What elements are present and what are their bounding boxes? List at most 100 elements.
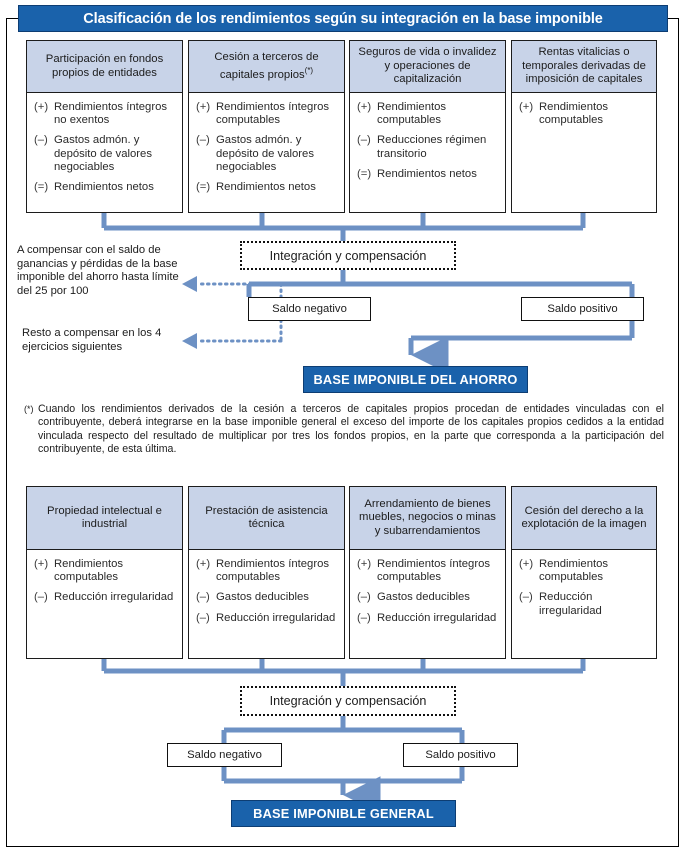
line-item-text: Rendimientos netos: [54, 181, 154, 194]
category-body: (+) Rendimientos computables (–) Reducci…: [27, 550, 182, 611]
line-item-sign: (=): [196, 181, 211, 194]
category-header: Cesión a terceros de capitales propios(*…: [189, 41, 344, 93]
line-item-text: Reducciones régimen transitorio: [377, 134, 487, 160]
line-item: (–) Gastos deducibles: [196, 591, 338, 604]
saldo-positivo-label: Saldo positivo: [425, 749, 496, 761]
footnote-marker-icon: (*): [304, 66, 314, 76]
line-item: (+) Rendimientos íntegros computables: [196, 558, 338, 584]
category-box-seguros-vida: Seguros de vida o invalidez y operacione…: [349, 40, 506, 213]
saldo-positivo-label: Saldo positivo: [547, 303, 618, 315]
line-item: (–) Reducciones régimen transitorio: [357, 134, 499, 160]
category-header-text: Participación en fondos propios de entid…: [45, 53, 164, 79]
line-item: (+) Rendimientos computables: [357, 101, 499, 127]
footnote-text: Cuando los rendimientos derivados de la …: [38, 403, 664, 456]
line-item-text: Rendimientos íntegros no exentos: [54, 101, 168, 127]
line-item-text: Gastos deducibles: [377, 591, 470, 604]
base-imponible-ahorro-bar: BASE IMPONIBLE DEL AHORRO: [303, 366, 528, 393]
line-item-sign: (+): [519, 558, 534, 570]
category-header: Prestación de asistencia técnica: [189, 487, 344, 550]
line-item-text: Gastos deducibles: [216, 591, 309, 604]
line-item: (=) Rendimientos netos: [34, 181, 176, 194]
line-item-sign: (–): [196, 591, 210, 604]
category-box-rentas-vitalicias: Rentas vitalicias o temporales derivadas…: [511, 40, 657, 213]
note-text: A compensar con el saldo de ganancias y …: [17, 244, 179, 297]
line-item-sign: (=): [34, 181, 49, 194]
category-header: Propiedad intelectual e industrial: [27, 487, 182, 550]
saldo-positivo-box-savings: Saldo positivo: [521, 297, 644, 321]
line-item-sign: (+): [519, 101, 534, 113]
page-title: Clasificación de los rendimientos según …: [83, 10, 603, 27]
category-header-label: Cesión a terceros de capitales propios: [214, 50, 319, 81]
category-body: (+) Rendimientos íntegros computables (–…: [189, 93, 344, 200]
line-item-sign: (–): [519, 591, 533, 604]
line-item-sign: (–): [357, 591, 371, 604]
line-item-text: Reducción irregularidad: [216, 611, 336, 624]
category-header: Arrendamiento de bienes muebles, negocio…: [350, 487, 505, 550]
integration-label: Integración y compensación: [269, 694, 427, 708]
category-header-text: Propiedad intelectual e industrial: [47, 504, 162, 530]
category-body: (+) Rendimientos computables (–) Reducci…: [512, 550, 656, 624]
line-item-sign: (+): [196, 558, 211, 570]
line-item: (–) Gastos admón. y depósito de valores …: [196, 134, 338, 174]
category-header-text: Seguros de vida o invalidez y operacione…: [358, 46, 497, 86]
category-box-asistencia-tecnica: Prestación de asistencia técnica (+) Ren…: [188, 486, 345, 659]
note-compensar-saldo: A compensar con el saldo de ganancias y …: [17, 244, 182, 298]
category-body: (+) Rendimientos íntegros no exentos (–)…: [27, 93, 182, 200]
category-body: (+) Rendimientos computables (–) Reducci…: [350, 93, 505, 187]
line-item: (–) Reducción irregularidad: [357, 612, 499, 625]
line-item: (–) Reducción irregularidad: [34, 591, 176, 604]
category-header-text: Cesión a terceros de capitales propios(*…: [194, 51, 339, 83]
category-box-propiedad-intelectual: Propiedad intelectual e industrial (+) R…: [26, 486, 183, 659]
diagram-title-band: Clasificación de los rendimientos según …: [18, 5, 668, 32]
saldo-negativo-box-general: Saldo negativo: [167, 743, 282, 767]
line-item: (–) Gastos deducibles: [357, 591, 499, 604]
line-item-text: Reducción irregularidad: [539, 591, 602, 617]
line-item-text: Rendimientos íntegros computables: [216, 101, 330, 127]
line-item-text: Rendimientos computables: [54, 558, 124, 584]
category-header-text: Cesión del derecho a la explotación de l…: [521, 504, 647, 530]
footnote-block: (*) Cuando los rendimientos derivados de…: [24, 403, 664, 457]
line-item: (=) Rendimientos netos: [196, 181, 338, 194]
base-imponible-general-label: BASE IMPONIBLE GENERAL: [253, 806, 434, 821]
line-item-sign: (–): [34, 134, 48, 147]
base-imponible-ahorro-label: BASE IMPONIBLE DEL AHORRO: [313, 372, 518, 387]
line-item: (+) Rendimientos íntegros computables: [357, 558, 499, 584]
line-item-text: Rendimientos computables: [539, 101, 609, 127]
line-item: (+) Rendimientos íntegros no exentos: [34, 101, 176, 127]
line-item: (–) Gastos admón. y depósito de valores …: [34, 134, 176, 174]
line-item-sign: (+): [34, 558, 49, 570]
category-body: (+) Rendimientos íntegros computables (–…: [350, 550, 505, 631]
line-item-text: Rendimientos netos: [377, 167, 477, 180]
line-item-text: Rendimientos íntegros computables: [377, 558, 491, 584]
category-box-cesion-terceros: Cesión a terceros de capitales propios(*…: [188, 40, 345, 213]
saldo-positivo-box-general: Saldo positivo: [403, 743, 518, 767]
saldo-negativo-label: Saldo negativo: [272, 303, 347, 315]
line-item: (–) Reducción irregularidad: [519, 591, 650, 617]
footnote-marker: (*): [24, 404, 34, 414]
line-item-sign: (+): [357, 101, 372, 113]
note-text: Resto a compensar en los 4 ejercicios si…: [22, 327, 162, 353]
integration-box-general: Integración y compensación: [240, 686, 456, 716]
line-item-sign: (–): [357, 134, 371, 147]
line-item-sign: (+): [34, 101, 49, 113]
category-header-text: Prestación de asistencia técnica: [205, 504, 328, 530]
saldo-negativo-label: Saldo negativo: [187, 749, 262, 761]
category-header-text: Rentas vitalicias o temporales derivadas…: [522, 46, 646, 86]
line-item: (=) Rendimientos netos: [357, 168, 499, 181]
saldo-negativo-box-savings: Saldo negativo: [248, 297, 371, 321]
line-item: (–) Reducción irregularidad: [196, 612, 338, 625]
category-header: Participación en fondos propios de entid…: [27, 41, 182, 93]
category-header: Seguros de vida o invalidez y operacione…: [350, 41, 505, 93]
line-item: (+) Rendimientos computables: [519, 558, 650, 584]
integration-box-savings: Integración y compensación: [240, 241, 456, 270]
line-item-sign: (–): [34, 591, 48, 604]
category-header: Rentas vitalicias o temporales derivadas…: [512, 41, 656, 93]
line-item-text: Rendimientos computables: [377, 101, 447, 127]
integration-label: Integración y compensación: [269, 248, 427, 263]
line-item-sign: (+): [357, 558, 372, 570]
line-item-text: Gastos admón. y depósito de valores nego…: [216, 134, 314, 173]
category-body: (+) Rendimientos computables: [512, 93, 656, 133]
line-item-text: Gastos admón. y depósito de valores nego…: [54, 134, 152, 173]
category-body: (+) Rendimientos íntegros computables (–…: [189, 550, 344, 631]
